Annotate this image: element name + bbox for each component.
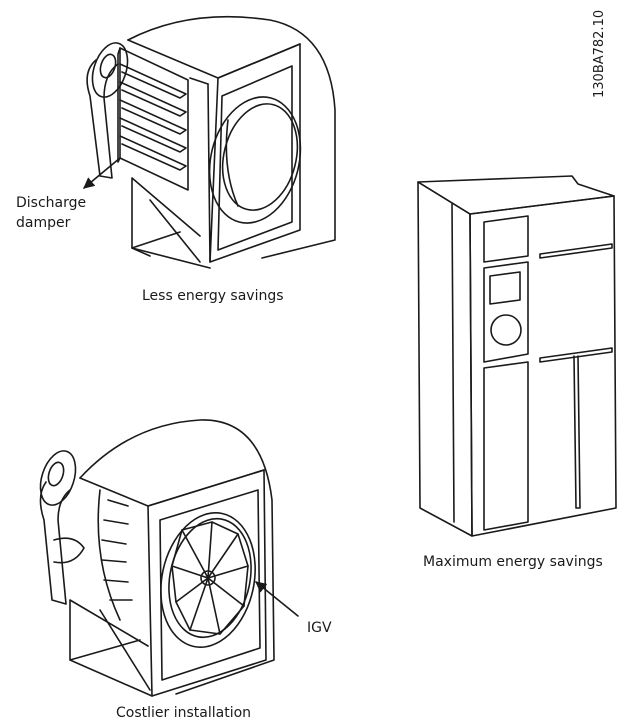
cabinet-display xyxy=(489,271,521,305)
cabinet-knob xyxy=(490,314,522,346)
igv-fan-front-face xyxy=(147,469,267,697)
drive-cabinet xyxy=(417,175,617,537)
igv-vanes xyxy=(171,521,249,635)
damper-frame xyxy=(119,47,189,191)
figure-code: 130BA782.10 xyxy=(592,9,607,98)
cabinet-upper-panel xyxy=(483,215,529,263)
igv-pointer xyxy=(255,581,299,617)
cabinet-side xyxy=(417,181,473,537)
cabinet-control-panel xyxy=(483,261,529,363)
igv-fan-frame xyxy=(69,599,153,697)
fan-with-igv xyxy=(39,419,299,697)
fan-front-face xyxy=(209,43,301,263)
igv-fan-housing-scroll xyxy=(79,419,275,695)
label-discharge-damper-line1: Discharge xyxy=(16,195,87,211)
igv-motor-arm xyxy=(39,481,71,605)
igv-motor-pulley xyxy=(39,450,77,506)
label-maximum-energy-savings: Maximum energy savings xyxy=(423,554,603,570)
damper-louvres xyxy=(119,63,187,171)
fan-frame xyxy=(131,177,211,269)
motor-pulley xyxy=(91,42,129,98)
discharge-pointer xyxy=(83,157,121,189)
label-discharge-damper-line2: damper xyxy=(16,215,71,231)
label-igv: IGV xyxy=(307,620,332,636)
fan-housing-scroll xyxy=(127,15,336,259)
label-costlier-installation: Costlier installation xyxy=(116,705,252,721)
label-less-energy-savings: Less energy savings xyxy=(142,288,284,304)
motor-arm xyxy=(86,59,119,179)
fan-inlet-ring xyxy=(208,96,302,224)
cabinet-lower-panel xyxy=(483,361,529,531)
fan-with-damper xyxy=(83,15,336,269)
cabinet-front xyxy=(469,195,617,537)
igv-inlet-ring xyxy=(160,512,256,648)
fan-top-face xyxy=(127,39,301,79)
